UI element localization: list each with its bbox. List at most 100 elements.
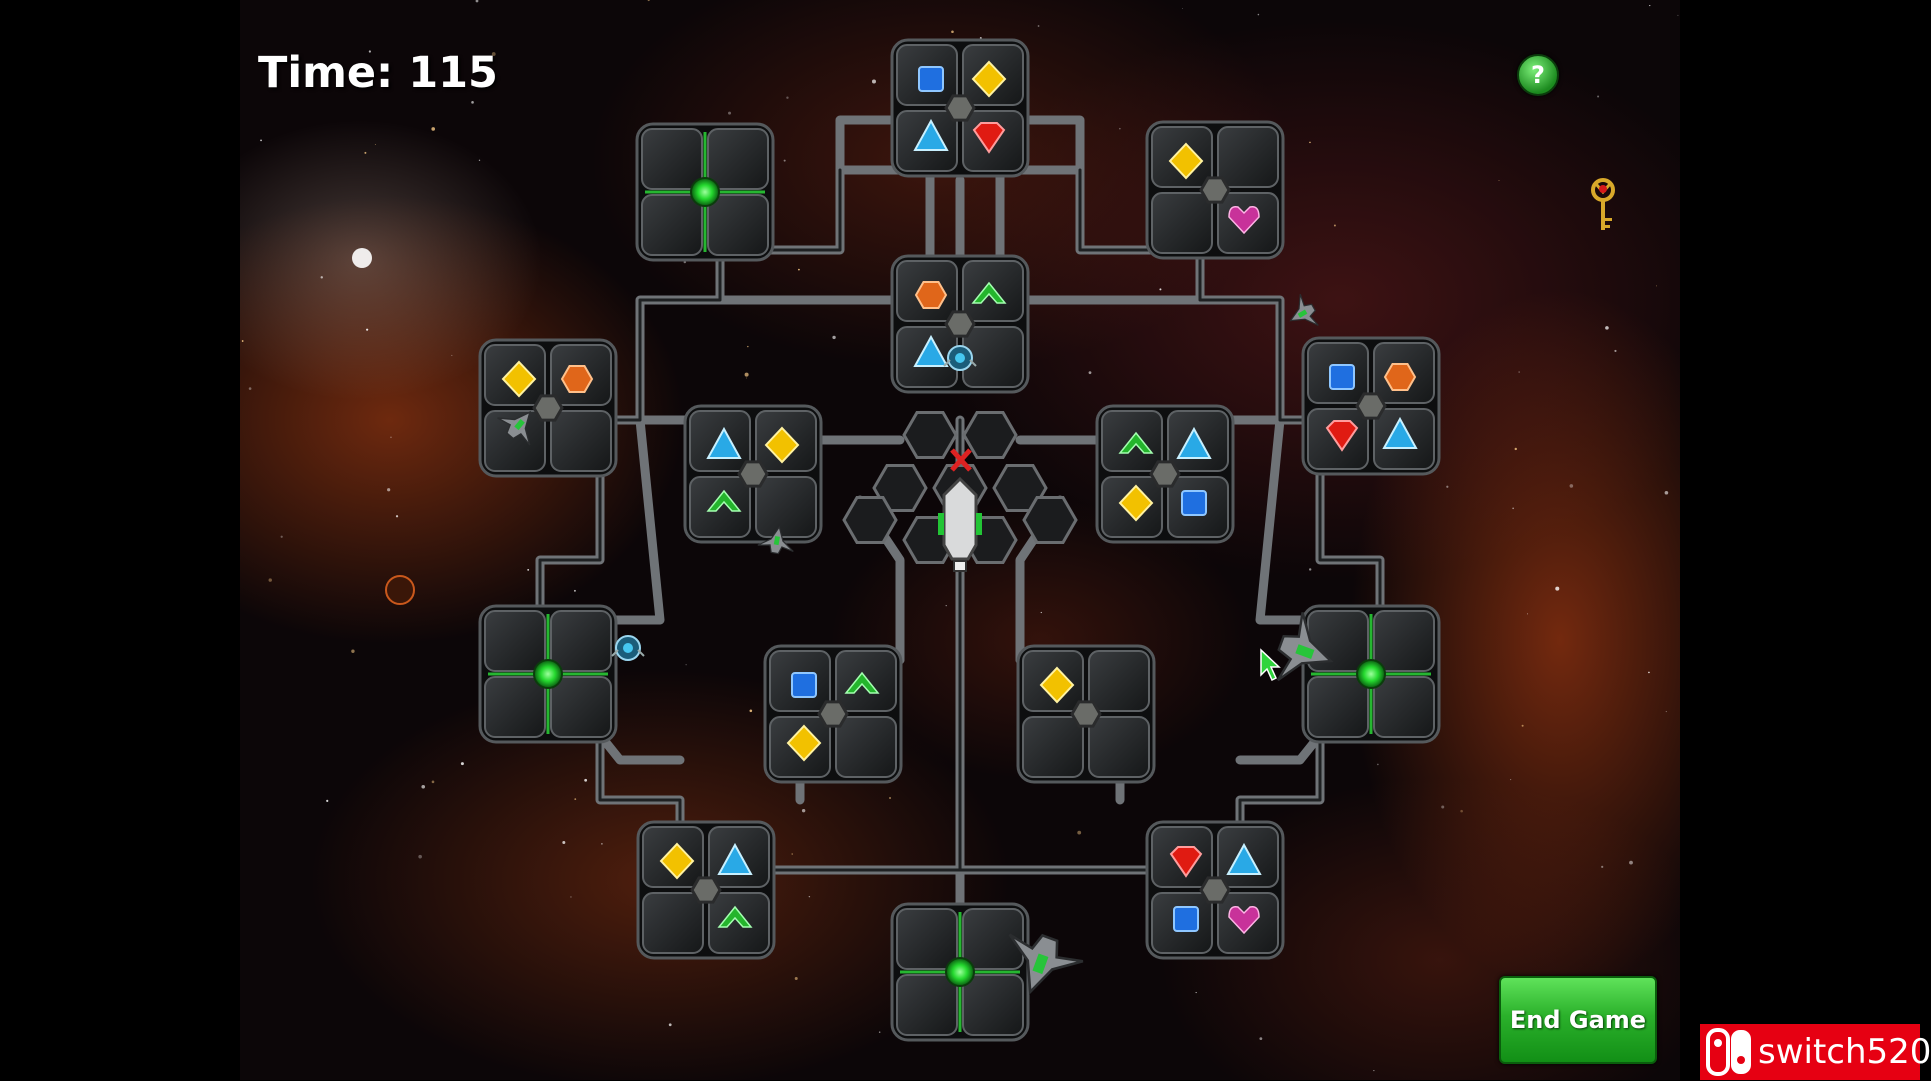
- orange-gem-icon[interactable]: [914, 281, 948, 309]
- pod-slot[interactable]: [707, 194, 769, 256]
- pod-slot[interactable]: [484, 410, 546, 472]
- star: [241, 340, 244, 342]
- pod-slot[interactable]: [641, 194, 703, 256]
- pod-slot[interactable]: [1088, 716, 1150, 778]
- green-chevron-icon[interactable]: [1118, 431, 1154, 454]
- pod-slot[interactable]: [484, 676, 546, 738]
- pod-slot[interactable]: [550, 410, 612, 472]
- cyan-triangle-icon[interactable]: [1176, 426, 1212, 459]
- pod-slot[interactable]: [550, 610, 612, 672]
- magenta-heart-icon[interactable]: [1228, 905, 1260, 935]
- pod-slot[interactable]: [896, 908, 958, 970]
- cyan-triangle-icon[interactable]: [913, 118, 949, 151]
- pod-mid-left[interactable]: [478, 604, 618, 744]
- pod-slot[interactable]: [641, 128, 703, 190]
- green-core-icon[interactable]: [945, 957, 975, 987]
- pod-slot[interactable]: [1307, 676, 1369, 738]
- pod-lower-right[interactable]: [1016, 644, 1156, 784]
- cyan-triangle-icon[interactable]: [706, 426, 742, 459]
- cyan-triangle-icon[interactable]: [1382, 416, 1418, 449]
- pod-inner-right[interactable]: [1095, 404, 1235, 544]
- cyan-triangle-icon[interactable]: [717, 842, 753, 875]
- orange-gem-icon[interactable]: [560, 365, 594, 393]
- pod-bottom[interactable]: [890, 902, 1030, 1042]
- green-chevron-icon[interactable]: [706, 489, 742, 512]
- yellow-diamond-icon[interactable]: [659, 842, 695, 880]
- pod-slot[interactable]: [962, 908, 1024, 970]
- pod-left[interactable]: [478, 338, 618, 478]
- pod-bottom-left[interactable]: [636, 820, 776, 960]
- pod-lower-left[interactable]: [763, 644, 903, 784]
- cyan-triangle-icon[interactable]: [1226, 842, 1262, 875]
- pod-slot[interactable]: [550, 676, 612, 738]
- star: [387, 488, 391, 492]
- red-gem-icon[interactable]: [1325, 420, 1359, 452]
- star: [562, 840, 566, 844]
- red-gem-icon[interactable]: [1169, 846, 1203, 878]
- green-core-icon[interactable]: [533, 659, 563, 689]
- star: [1259, 1037, 1263, 1040]
- pod-slot[interactable]: [1217, 126, 1279, 188]
- blue-square-icon[interactable]: [1181, 490, 1207, 516]
- star: [366, 328, 369, 331]
- pod-slot[interactable]: [1022, 716, 1084, 778]
- pod-slot[interactable]: [484, 610, 546, 672]
- pod-slot[interactable]: [1088, 650, 1150, 712]
- end-game-button[interactable]: End Game: [1499, 976, 1657, 1064]
- pod-right[interactable]: [1301, 336, 1441, 476]
- help-button[interactable]: ?: [1517, 54, 1559, 96]
- pod-slot[interactable]: [962, 974, 1024, 1036]
- star: [475, 0, 479, 3]
- star: [744, 372, 749, 377]
- yellow-diamond-icon[interactable]: [786, 724, 822, 762]
- pod-slot[interactable]: [896, 974, 958, 1036]
- star: [1257, 13, 1260, 16]
- star: [747, 345, 749, 348]
- pod-slot[interactable]: [755, 476, 817, 538]
- pod-slot[interactable]: [1151, 192, 1213, 254]
- pod-upper-center[interactable]: [890, 254, 1030, 394]
- pod-slot[interactable]: [707, 128, 769, 190]
- blue-square-icon[interactable]: [1329, 364, 1355, 390]
- yellow-diamond-icon[interactable]: [1039, 666, 1075, 704]
- pod-bottom-right[interactable]: [1145, 820, 1285, 960]
- yellow-diamond-icon[interactable]: [501, 360, 537, 398]
- pod-top-right[interactable]: [1145, 120, 1285, 260]
- magenta-heart-icon[interactable]: [1228, 205, 1260, 235]
- pod-top-left[interactable]: [635, 122, 775, 262]
- pod-slot[interactable]: [835, 716, 897, 778]
- star: [364, 151, 367, 154]
- pod-slot[interactable]: [642, 892, 704, 954]
- yellow-diamond-icon[interactable]: [1118, 484, 1154, 522]
- blue-square-icon[interactable]: [918, 66, 944, 92]
- star: [584, 778, 588, 782]
- blue-square-icon[interactable]: [1173, 906, 1199, 932]
- station-board[interactable]: [240, 0, 1680, 1080]
- yellow-diamond-icon[interactable]: [971, 60, 1007, 98]
- cyan-triangle-icon[interactable]: [913, 334, 949, 367]
- switch-logo-icon: [1704, 1027, 1754, 1077]
- pod-slot[interactable]: [1373, 610, 1435, 672]
- ships-layer: [497, 294, 1334, 995]
- red-gem-icon[interactable]: [972, 122, 1006, 154]
- pod-top[interactable]: [890, 38, 1030, 178]
- green-core-icon[interactable]: [690, 177, 720, 207]
- hub-cell: [842, 496, 898, 544]
- green-chevron-icon[interactable]: [844, 671, 880, 694]
- hub-warning-icon: [950, 448, 972, 472]
- yellow-diamond-icon[interactable]: [1168, 142, 1204, 180]
- player-ship-icon[interactable]: [938, 476, 982, 572]
- pod-mid-right[interactable]: [1301, 604, 1441, 744]
- green-chevron-icon[interactable]: [971, 281, 1007, 304]
- star: [1377, 763, 1379, 766]
- blue-square-icon[interactable]: [791, 672, 817, 698]
- yellow-diamond-icon[interactable]: [764, 426, 800, 464]
- pod-inner-left[interactable]: [683, 404, 823, 544]
- star: [431, 780, 435, 784]
- pod-slot[interactable]: [1373, 676, 1435, 738]
- orange-gem-icon[interactable]: [1383, 363, 1417, 391]
- green-chevron-icon[interactable]: [717, 905, 753, 928]
- star: [1605, 326, 1609, 330]
- green-core-icon[interactable]: [1356, 659, 1386, 689]
- enemy-ship-icon: [1008, 933, 1084, 995]
